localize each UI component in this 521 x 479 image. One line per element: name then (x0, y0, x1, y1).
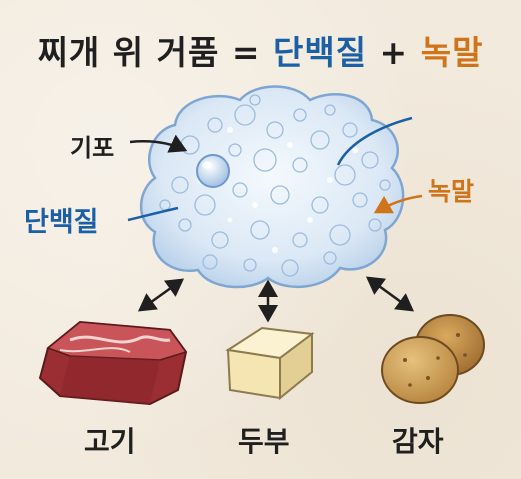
meat-icon (38, 320, 188, 406)
potato-link-arrow (365, 276, 415, 312)
diagram-title: 찌개 위 거품 = 단백질 + 녹말 (0, 26, 521, 74)
foam-cloud (139, 85, 405, 289)
label-protein: 단백질 (24, 207, 99, 238)
title-plus: + (367, 33, 421, 72)
protein-pointer-line (127, 206, 179, 222)
title-protein: 단백질 (272, 33, 368, 72)
title-foam-text: 찌개 위 거품 = (37, 33, 273, 72)
label-bubble: 기포 (70, 134, 115, 162)
label-potato: 감자 (392, 425, 444, 458)
protein-inside-arrow (336, 116, 413, 166)
potato-icon (381, 314, 485, 404)
meat-link-arrow (137, 278, 185, 312)
bubble-pointer-arrow (129, 134, 188, 153)
label-tofu: 두부 (238, 425, 290, 458)
bubble-icon (196, 154, 230, 188)
tofu-icon (225, 326, 315, 401)
label-meat: 고기 (84, 425, 136, 458)
title-starch: 녹말 (420, 33, 484, 72)
label-starch: 녹말 (428, 177, 475, 206)
starch-pointer-arrow (373, 194, 423, 214)
